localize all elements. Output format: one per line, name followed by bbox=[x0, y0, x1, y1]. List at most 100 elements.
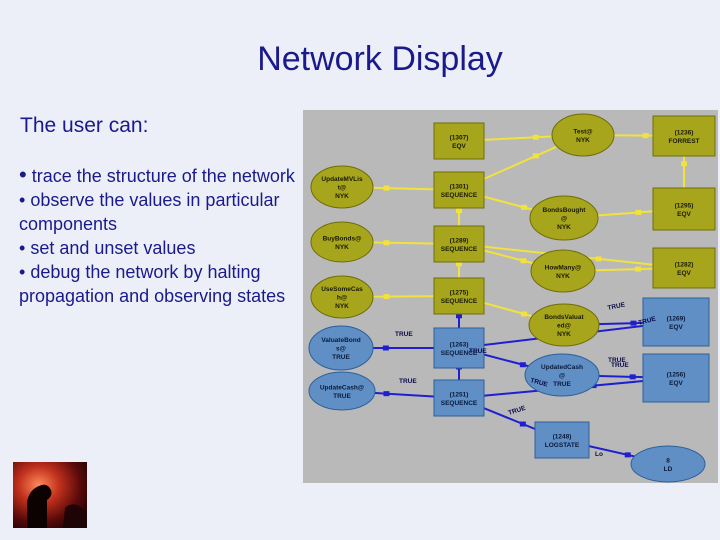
node-box bbox=[433, 379, 485, 417]
node-box bbox=[433, 171, 485, 209]
nodes-layer: (1307) EQV Test@ NYK (1236)FORREST UpdateMVLi… bbox=[308, 113, 716, 483]
network-node[interactable]: (1282)EQV bbox=[652, 247, 716, 289]
node-label: (1295) bbox=[675, 202, 694, 209]
node-label: EQV bbox=[677, 211, 691, 218]
node-ellipse bbox=[630, 445, 706, 483]
node-label: HowMany@ bbox=[545, 264, 582, 271]
node-label: FORREST bbox=[668, 138, 699, 145]
edge-marker bbox=[642, 133, 649, 139]
edge-marker bbox=[456, 313, 462, 319]
edge-marker bbox=[383, 391, 390, 397]
edge-label: TRUE bbox=[395, 331, 413, 338]
node-label: LOGSTATE bbox=[545, 442, 580, 449]
node-label: NYK bbox=[335, 193, 349, 200]
node-box bbox=[652, 247, 716, 289]
network-node[interactable]: UpdateCash@TRUE bbox=[308, 371, 376, 411]
network-node[interactable]: (1289)SEQUENCE bbox=[433, 225, 485, 263]
node-ellipse bbox=[310, 275, 374, 319]
nebula-thumbnail bbox=[13, 462, 87, 528]
node-box bbox=[652, 115, 716, 157]
network-node[interactable]: (1251) SEQUENCE bbox=[433, 379, 485, 417]
network-node[interactable]: (1256) EQV bbox=[642, 353, 710, 403]
bullet-icon: • bbox=[19, 162, 27, 187]
network-diagram: (1307) EQV Test@ NYK (1236)FORREST UpdateMVLi… bbox=[303, 110, 718, 483]
node-ellipse bbox=[310, 221, 374, 263]
node-ellipse bbox=[528, 303, 600, 347]
edge-marker bbox=[624, 452, 631, 458]
edge-marker bbox=[519, 362, 526, 368]
node-box bbox=[433, 122, 485, 160]
node-box bbox=[534, 421, 590, 459]
network-node[interactable]: (1263) SEQUENCE bbox=[433, 327, 485, 369]
node-box bbox=[433, 327, 485, 369]
network-node[interactable]: (1269)EQV bbox=[642, 297, 710, 347]
node-label: SEQUENCE bbox=[441, 400, 478, 407]
network-node[interactable]: (1248) LOGSTATE bbox=[534, 421, 590, 459]
node-ellipse bbox=[308, 371, 376, 411]
edge-marker bbox=[383, 240, 390, 246]
edge-label: TRUE bbox=[638, 315, 658, 327]
node-label: NYK bbox=[556, 273, 570, 280]
list-item: • observe the values in particular compo… bbox=[19, 190, 280, 234]
network-node[interactable]: (1236)FORREST bbox=[652, 115, 716, 157]
network-node[interactable]: (1301)SEQUENCE bbox=[433, 171, 485, 209]
node-label: (1307) bbox=[450, 134, 469, 141]
network-node[interactable]: BondsBought @NYK bbox=[529, 195, 599, 241]
intro-text: The user can: bbox=[20, 114, 149, 137]
node-label: BondsBought bbox=[543, 207, 587, 214]
network-node[interactable]: HowMany@ NYK bbox=[530, 249, 596, 293]
edge-marker bbox=[635, 266, 642, 272]
node-label: @ bbox=[561, 216, 567, 223]
network-node[interactable]: (1275)SEQUENCE bbox=[433, 277, 485, 315]
edge-label: Lo bbox=[595, 451, 603, 458]
edge-marker bbox=[595, 256, 602, 262]
node-label: TRUE bbox=[553, 381, 571, 388]
node-label: Test@ bbox=[573, 128, 592, 135]
list-item: • trace the structure of the network bbox=[19, 162, 295, 187]
edge-marker bbox=[456, 261, 462, 267]
network-node[interactable]: UseSomeCas h@NYK bbox=[310, 275, 374, 319]
network-node[interactable]: 8LD bbox=[630, 445, 706, 483]
edge-label: TRUE bbox=[469, 348, 487, 355]
network-node[interactable]: BuyBonds@ NYK bbox=[310, 221, 374, 263]
node-label: (1256) bbox=[667, 371, 686, 378]
node-label: (1248) bbox=[553, 433, 572, 440]
node-label: (1263) bbox=[450, 341, 469, 348]
node-label: BondsValuat bbox=[544, 314, 584, 321]
node-label: UpdatedCash bbox=[541, 364, 583, 371]
node-label: (1251) bbox=[450, 391, 469, 398]
node-label: UpdateCash@ bbox=[320, 384, 364, 391]
node-label: SEQUENCE bbox=[441, 350, 478, 357]
network-node[interactable]: (1307) EQV bbox=[433, 122, 485, 160]
node-label: h@ bbox=[337, 295, 347, 302]
node-label: TRUE bbox=[332, 354, 350, 361]
node-label: LD bbox=[664, 466, 673, 473]
network-node[interactable]: Test@ NYK bbox=[551, 113, 615, 157]
node-ellipse bbox=[524, 353, 600, 397]
node-label: NYK bbox=[576, 137, 590, 144]
node-ellipse bbox=[551, 113, 615, 157]
edge-label: TRUE bbox=[607, 301, 626, 312]
node-label: EQV bbox=[669, 324, 683, 331]
node-label: EQV bbox=[452, 143, 466, 150]
network-node[interactable]: (1295) EQV bbox=[652, 187, 716, 231]
node-label: EQV bbox=[669, 380, 683, 387]
edge-marker bbox=[532, 134, 539, 140]
node-label: (1282) bbox=[675, 261, 694, 268]
node-label: ValuateBond bbox=[321, 337, 360, 344]
node-label: UseSomeCas bbox=[321, 286, 363, 293]
edge-marker bbox=[521, 204, 528, 210]
network-node[interactable]: UpdatedCash@TRUE bbox=[524, 353, 600, 397]
node-label: NYK bbox=[335, 303, 349, 310]
node-label: NYK bbox=[335, 244, 349, 251]
edge-label: TRUE bbox=[399, 378, 417, 385]
node-label: BuyBonds@ bbox=[323, 235, 362, 242]
edge-marker bbox=[532, 153, 539, 159]
node-ellipse bbox=[308, 325, 374, 371]
node-label: NYK bbox=[557, 224, 571, 231]
edge-marker bbox=[681, 161, 687, 167]
